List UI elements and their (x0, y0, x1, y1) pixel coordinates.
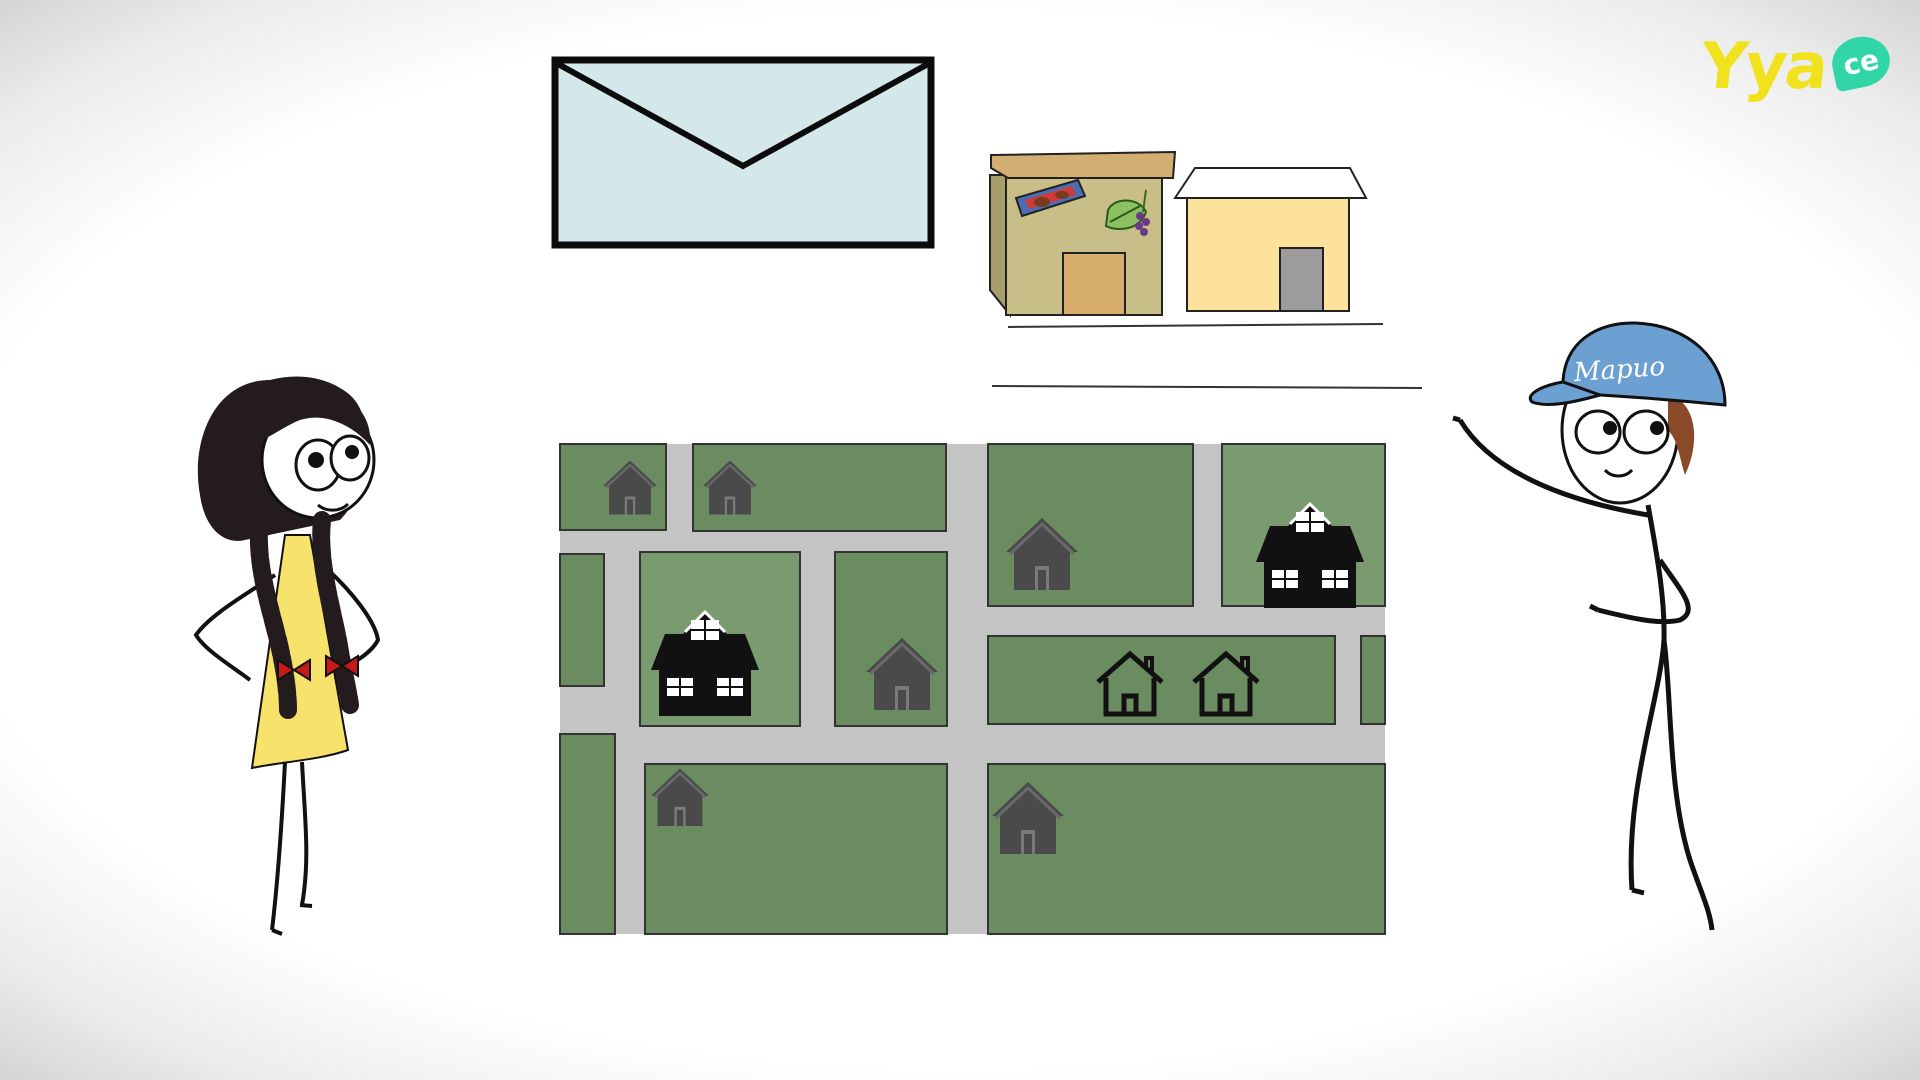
street-lines (991, 323, 1423, 389)
hair-bow-icon (277, 658, 311, 682)
house-icon (1173, 167, 1368, 312)
cap-text: Марио (1572, 352, 1666, 388)
envelope-icon (551, 56, 935, 249)
boy-character: Марио (1452, 321, 1727, 931)
hair-bow-icon (325, 654, 359, 678)
shop-icon (989, 150, 1177, 318)
neighborhood-map (559, 443, 1386, 935)
girl-character (193, 376, 381, 936)
